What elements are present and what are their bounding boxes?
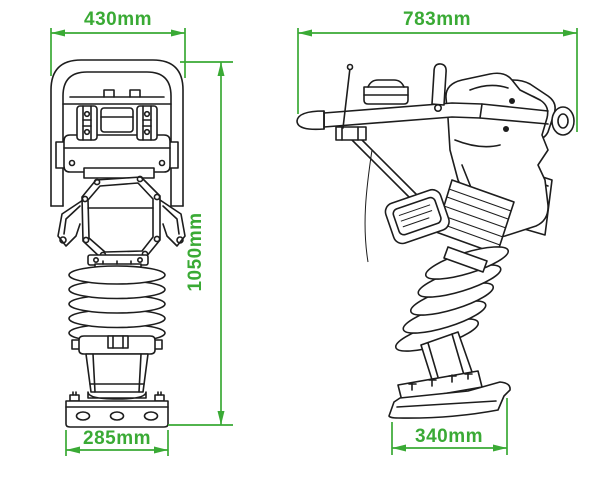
foot-shaft: [85, 353, 149, 393]
dimension-front-base: 285mm: [65, 428, 169, 456]
throttle-cable: [364, 149, 373, 263]
handle-roller: [551, 106, 575, 136]
dimension-front-width: 430mm: [50, 9, 186, 78]
bellows: [68, 260, 166, 343]
dimension-front-height: 1050mm: [168, 61, 233, 426]
base-plate: [65, 400, 169, 428]
handle-bracket: [335, 126, 367, 141]
dim-label-side-base: 340mm: [415, 426, 483, 447]
engine-block: [55, 134, 179, 173]
dim-label-side-length: 783mm: [403, 9, 471, 30]
handle-grip: [296, 110, 325, 131]
air-filter: [384, 188, 450, 245]
dim-label-front-height: 1050mm: [185, 212, 206, 291]
left-claw-guard: [57, 199, 84, 247]
foot-assembly: [65, 335, 169, 428]
dimension-side-base: 340mm: [391, 398, 508, 455]
side-bellows: [394, 246, 510, 352]
sled-shoe: [388, 381, 511, 419]
frame-strut: [344, 128, 427, 209]
choke-lever: [342, 67, 351, 129]
carburetor-box: [100, 107, 134, 133]
dimension-side-length: 783mm: [297, 9, 578, 132]
right-claw-guard: [159, 199, 186, 247]
side-view: [296, 63, 575, 419]
shock-mounts: [76, 105, 158, 141]
guide-cage: [57, 167, 186, 266]
throttle-lever: [431, 63, 447, 106]
dim-label-front-width: 430mm: [84, 9, 152, 30]
dim-label-front-base: 285mm: [83, 428, 151, 449]
handlebar: [296, 63, 575, 141]
front-view: [50, 59, 186, 428]
handle-loop: [50, 59, 184, 207]
